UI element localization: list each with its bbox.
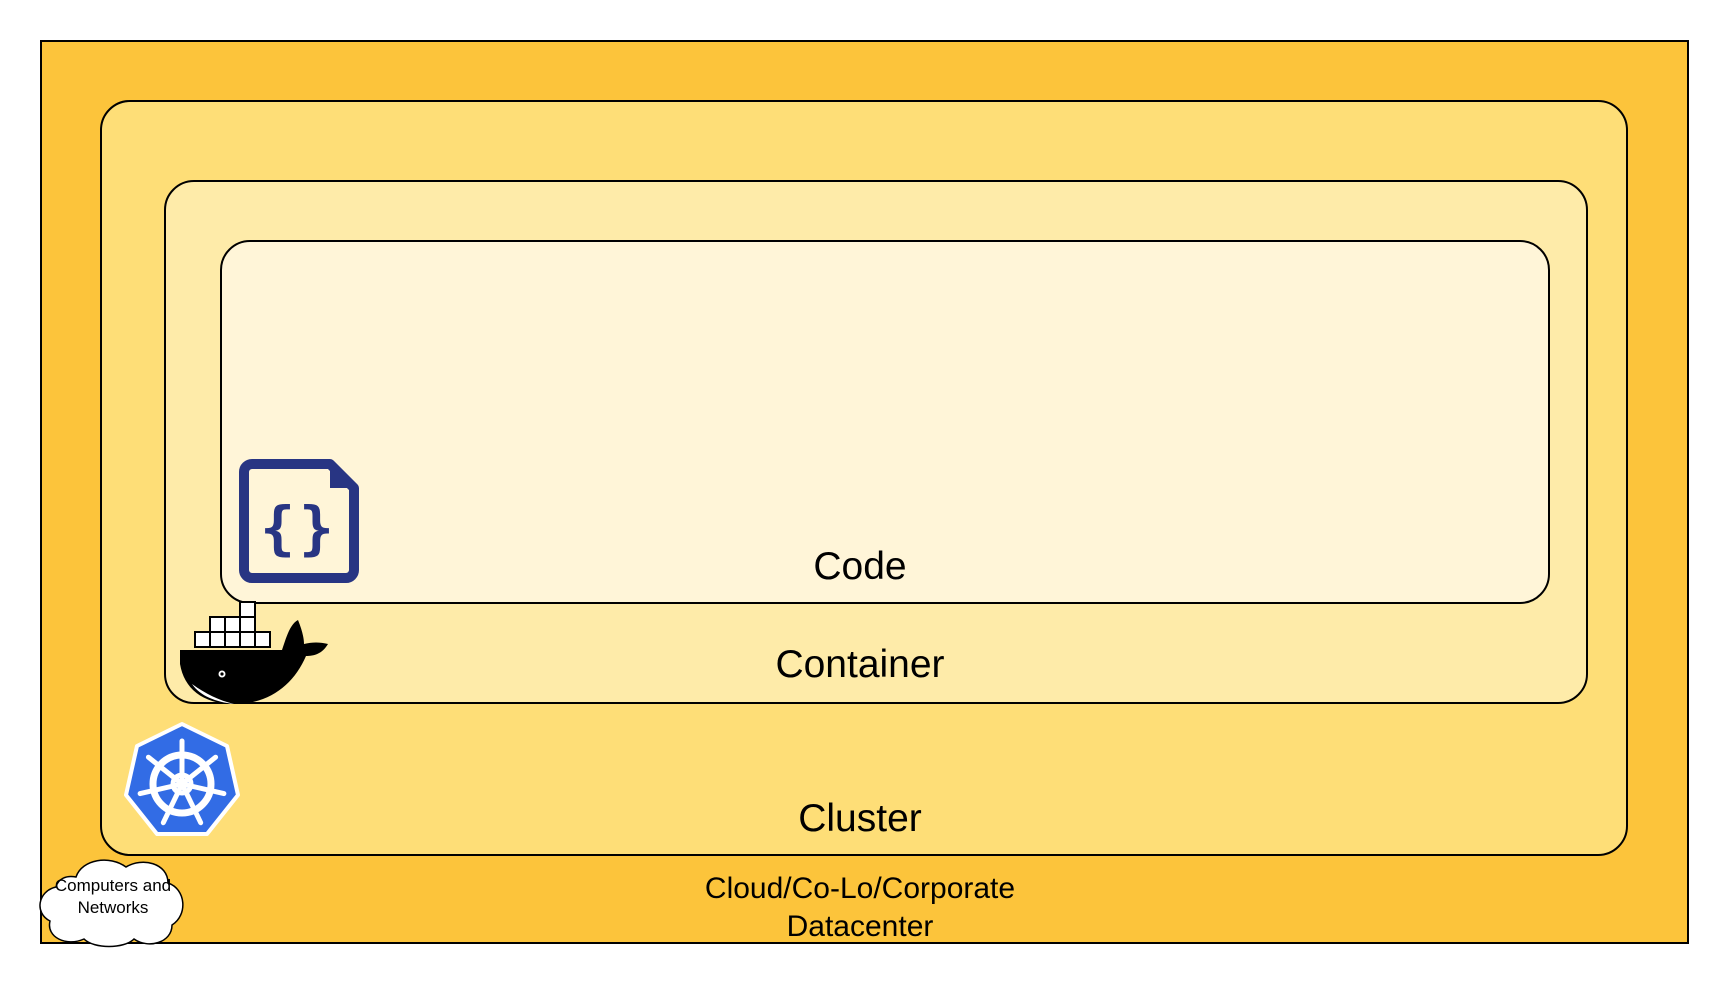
cloud-label: Computers and Networks xyxy=(38,875,188,919)
kubernetes-helm-icon xyxy=(124,722,240,836)
container-label: Container xyxy=(775,643,945,686)
docker-whale-icon xyxy=(180,601,328,704)
code-label: Code xyxy=(813,545,907,588)
datacenter-label: Cloud/Co-Lo/Corporate Datacenter xyxy=(0,870,1720,946)
cloud-icon xyxy=(39,859,184,948)
code-layer xyxy=(220,240,1550,604)
code-file-icon: {} xyxy=(239,459,359,583)
cloud-label-line2: Networks xyxy=(77,898,149,917)
cloud-label-line1: Computers and xyxy=(54,876,172,895)
svg-text:{}: {} xyxy=(260,494,338,562)
datacenter-label-line1: Cloud/Co-Lo/Corporate xyxy=(704,872,1016,905)
datacenter-label-line2: Datacenter xyxy=(786,910,934,943)
cluster-label: Cluster xyxy=(798,797,922,840)
